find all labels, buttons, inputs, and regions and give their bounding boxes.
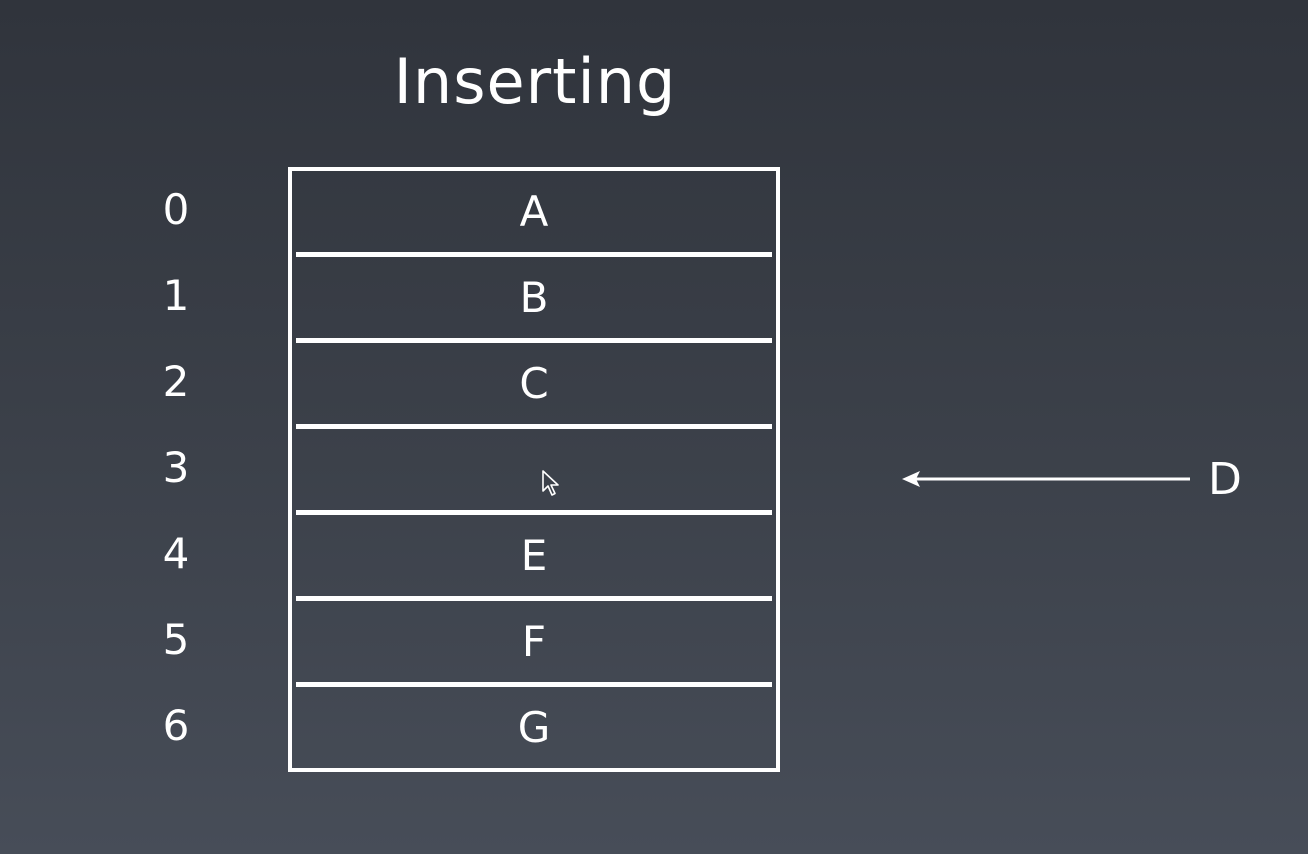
insert-arrow-icon bbox=[902, 471, 1190, 487]
mouse-cursor-icon bbox=[542, 470, 559, 496]
insert-value-label: D bbox=[1208, 454, 1242, 505]
array-cell: B bbox=[296, 257, 772, 343]
array-cell: G bbox=[517, 703, 551, 752]
index-label: 5 bbox=[162, 615, 190, 664]
array-cell: C bbox=[296, 343, 772, 429]
array-box: A B C E F G bbox=[288, 167, 780, 772]
index-label: 1 bbox=[162, 271, 190, 320]
array-cell: F bbox=[296, 601, 772, 687]
index-label: 6 bbox=[162, 701, 190, 750]
array-cell: A bbox=[296, 171, 772, 257]
index-label: 4 bbox=[162, 529, 190, 578]
index-column: 0 1 2 3 4 5 6 bbox=[150, 172, 202, 774]
slide-title: Inserting bbox=[393, 45, 677, 118]
array-cell-empty bbox=[296, 429, 772, 515]
index-label: 2 bbox=[162, 357, 190, 406]
index-label: 0 bbox=[162, 185, 190, 234]
array-cell: E bbox=[296, 515, 772, 601]
index-label: 3 bbox=[162, 443, 190, 492]
